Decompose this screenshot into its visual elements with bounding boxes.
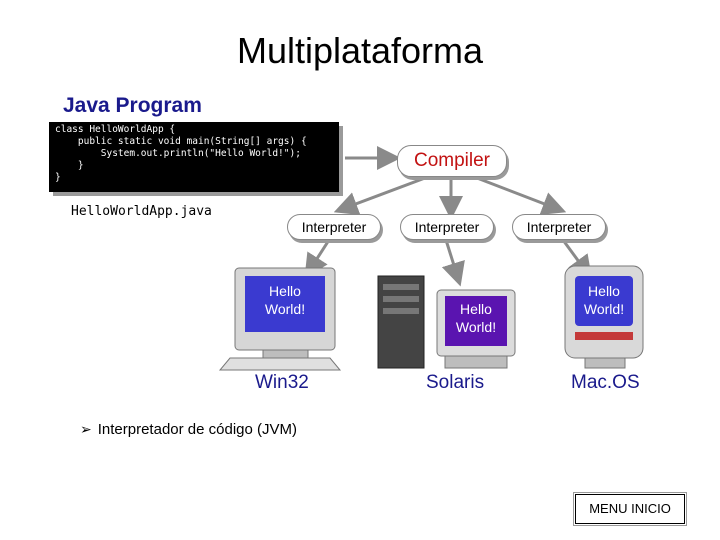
mac-screen-line2: World!	[584, 301, 624, 317]
interpreter-node-win32: Interpreter	[287, 214, 381, 240]
menu-inicio-button[interactable]: MENU INICIO	[575, 494, 685, 524]
slide-title: Multiplataforma	[236, 30, 484, 71]
code-line: class HelloWorldApp {	[55, 124, 176, 135]
platform-label-solaris: Solaris	[426, 372, 485, 393]
code-box: class HelloWorldApp { public static void…	[49, 122, 339, 192]
bullet-item: ➢ Interpretador de código (JVM)	[80, 421, 297, 438]
code-line: System.out.println("Hello World!");	[55, 148, 301, 159]
bullet-text: Interpretador de código (JVM)	[97, 421, 297, 438]
interpreter-node-mac: Interpreter	[512, 214, 606, 240]
platform-label-mac: Mac.OS	[571, 372, 640, 393]
menu-button-frame	[573, 492, 687, 526]
interpreter-node-solaris: Interpreter	[400, 214, 494, 240]
mac-screen-line1: Hello	[588, 283, 620, 299]
code-line: }	[55, 172, 61, 183]
code-line: }	[55, 160, 84, 171]
source-filename: HelloWorldApp.java	[71, 204, 212, 219]
solaris-workstation-icon: Hello World!	[377, 275, 516, 369]
platform-label-win32: Win32	[255, 372, 309, 393]
solaris-screen-line2: World!	[456, 319, 496, 335]
win32-computer-icon: Hello World!	[218, 267, 342, 371]
arrow-bullet-icon: ➢	[80, 421, 92, 437]
solaris-screen-line1: Hello	[460, 301, 492, 317]
java-platform-diagram: Hello World! Hello World! Hello World! J…	[45, 90, 655, 400]
mac-computer-icon: Hello World!	[564, 265, 644, 369]
win32-screen-line1: Hello	[269, 283, 301, 299]
win32-screen-line2: World!	[265, 301, 305, 317]
code-line: public static void main(String[] args) {	[55, 136, 307, 147]
diagram-arrows: Hello World! Hello World! Hello World!	[218, 146, 644, 371]
java-program-title: Java Program	[63, 94, 202, 117]
compiler-node: Compiler	[397, 145, 507, 177]
